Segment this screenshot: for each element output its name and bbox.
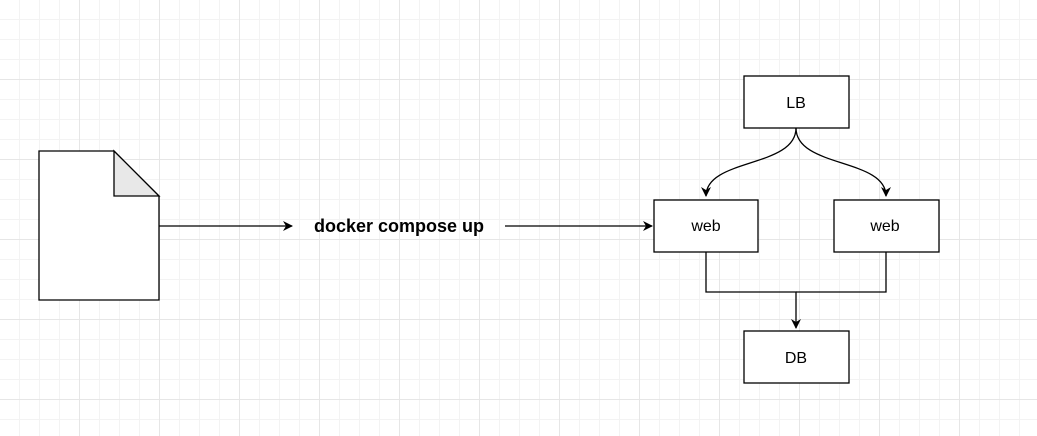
node-web-left-label: web — [690, 218, 720, 235]
node-lb-label: LB — [786, 95, 806, 112]
edge-web-left-to-db — [705, 252, 801, 329]
node-web-right-label: web — [869, 218, 899, 235]
node-lb[interactable]: LB — [743, 75, 850, 129]
node-web-right[interactable]: web — [833, 199, 940, 253]
edge-lb-to-web-right — [795, 127, 891, 197]
edge-lb-to-web-left — [701, 127, 797, 197]
edge-web-right-to-db — [796, 252, 887, 293]
node-web-left[interactable]: web — [653, 199, 759, 253]
compose-file-node[interactable] — [38, 149, 161, 301]
document-icon — [38, 150, 160, 301]
node-db[interactable]: DB — [743, 330, 850, 384]
node-db-label: DB — [785, 350, 807, 367]
command-label: docker compose up — [314, 216, 484, 236]
document-fold — [113, 149, 161, 197]
